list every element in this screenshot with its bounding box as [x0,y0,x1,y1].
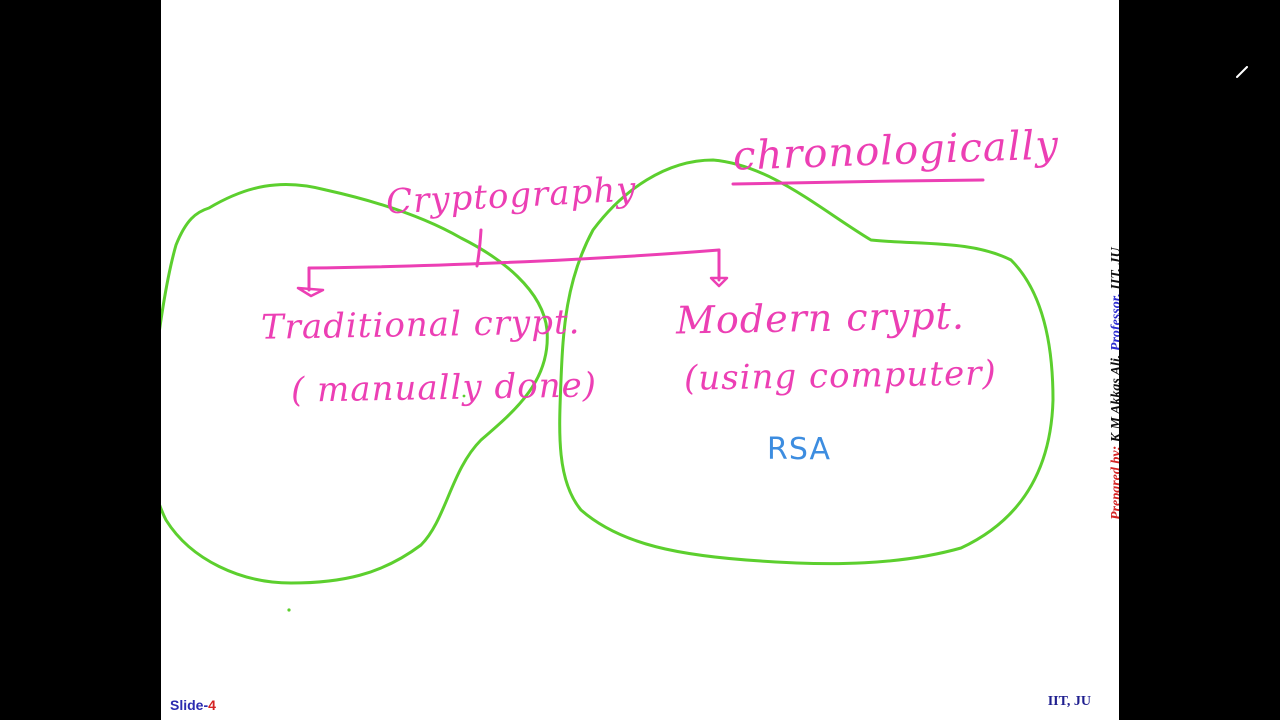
ink-layer [161,158,1055,612]
modern-group-outline [558,158,1055,566]
credit-affiliation: IIT, JU [1109,247,1119,290]
traditional-node-note: ( manually done) [290,365,598,411]
modern-node-label: Modern crypt. [675,293,966,343]
slide: Cryptography chronologically Traditional… [161,0,1119,720]
traditional-group-outline [161,182,549,585]
credit-name: K M Akkas Ali, [1109,354,1119,443]
modern-example-label: RSA [767,432,831,467]
slide-number-value: 4 [208,697,216,713]
credit-label: Prepared by: [1109,445,1119,520]
slide-number: Slide-4 [170,697,216,713]
ink-dot [462,394,466,398]
credit-title: Professor, [1109,293,1119,352]
branch-left-arrowhead [296,286,325,298]
institution-footer: IIT, JU [1047,694,1091,709]
branch-right-arrowhead [709,276,729,288]
slide-number-prefix: Slide- [170,697,209,713]
author-credit: Prepared by: K M Akkas Ali, Professor, I… [1109,247,1119,520]
pen-cursor-icon [1236,66,1248,78]
traditional-node-label: Traditional crypt. [260,302,581,348]
heading-underline [731,178,985,186]
ink-dot [287,608,291,612]
branch-line [307,248,721,270]
modern-node-note: (using computer) [683,353,997,399]
